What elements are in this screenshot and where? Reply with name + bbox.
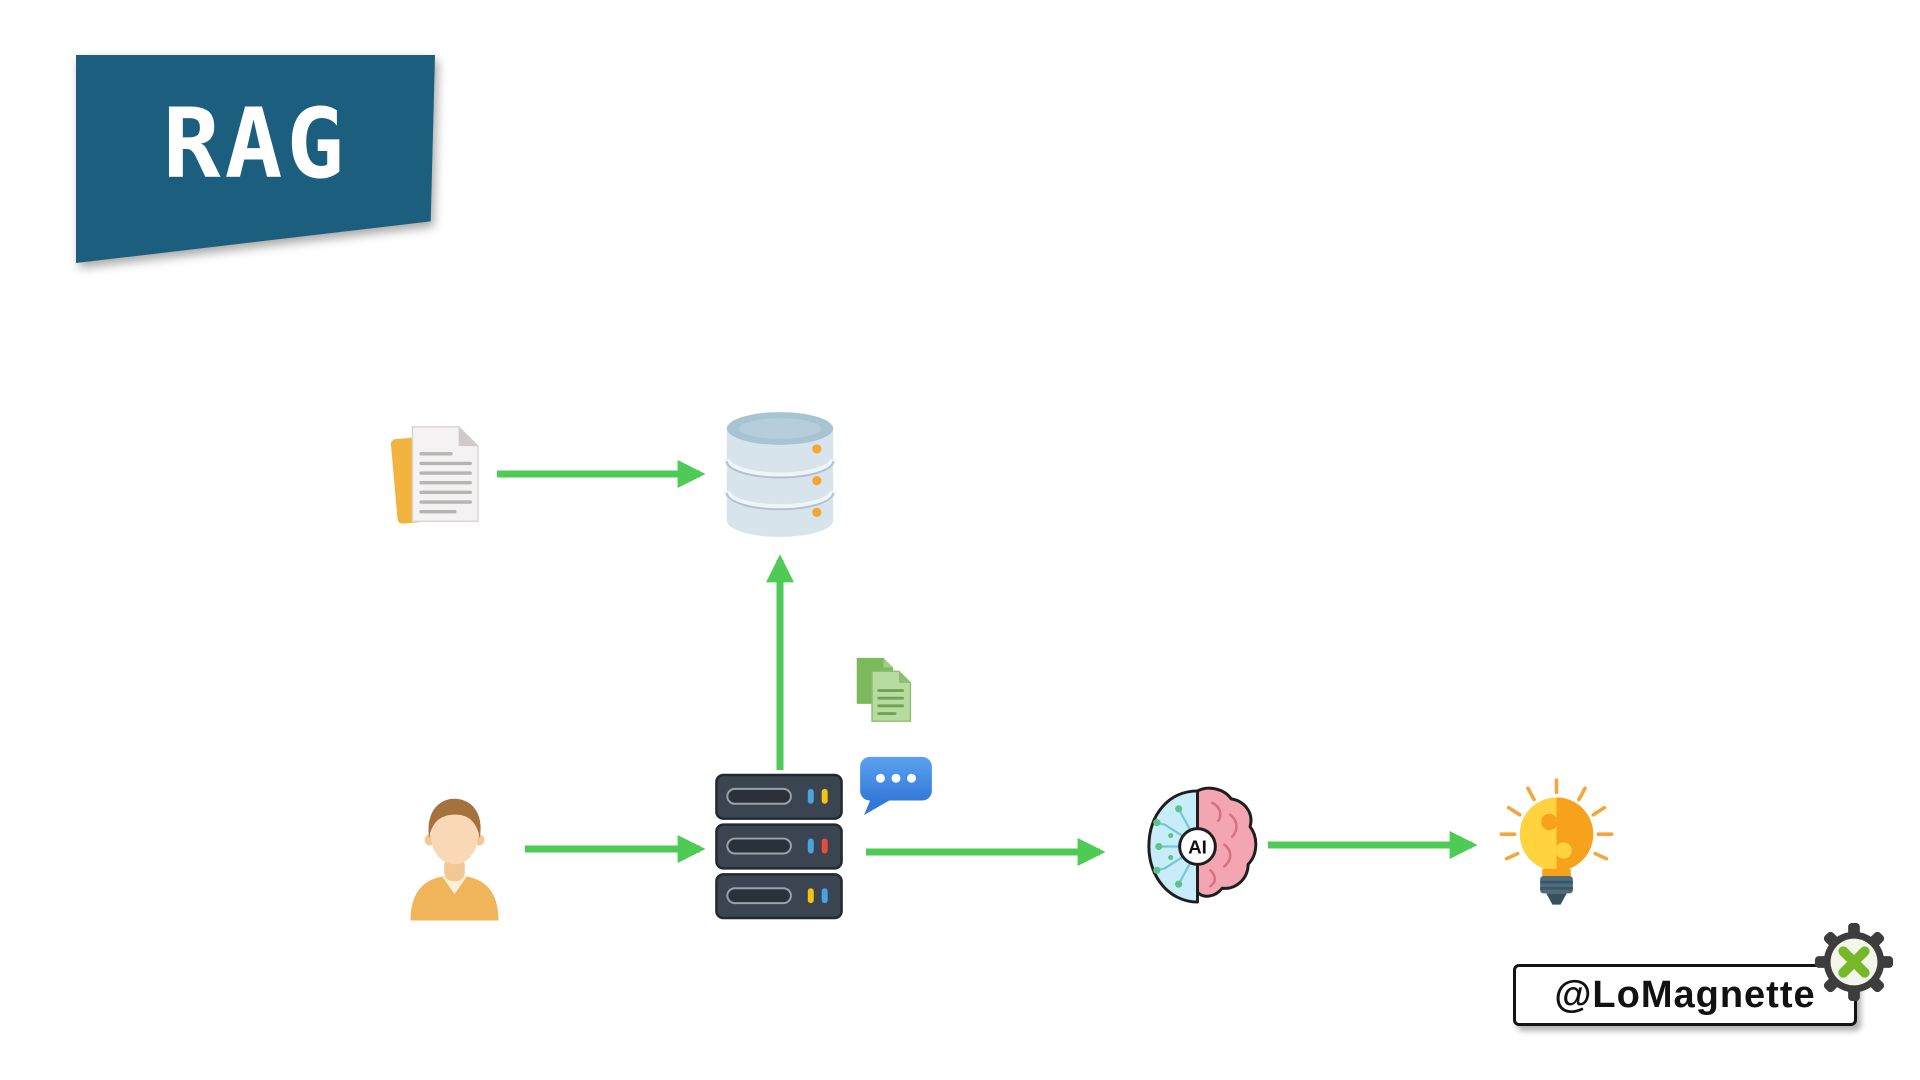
- title-banner: RAG: [76, 55, 435, 263]
- title-banner-shape: RAG: [76, 55, 435, 263]
- documents-icon: [390, 426, 479, 524]
- node-source-documents: [389, 421, 486, 529]
- node-user: [403, 784, 506, 924]
- node-prompt-message: [856, 754, 936, 818]
- ai-brain-icon: AI: [1147, 786, 1258, 904]
- page-title: RAG: [162, 88, 349, 200]
- green-documents-icon: [856, 657, 912, 722]
- gear-logo: [1812, 921, 1896, 1003]
- node-retrieval-server: [713, 773, 845, 922]
- lightbulb-icon: [1499, 778, 1614, 905]
- database-icon: [723, 412, 837, 537]
- node-vector-database: [715, 408, 845, 541]
- node-idea-output: [1485, 775, 1628, 923]
- ai-label: AI: [1188, 836, 1207, 857]
- node-context-documents: [852, 656, 917, 725]
- chat-bubble-icon: [860, 756, 932, 816]
- watermark-badge: @LoMagnette: [1513, 964, 1857, 1026]
- server-icon: [715, 773, 843, 920]
- node-ai-model: AI: [1135, 781, 1260, 912]
- watermark-handle: @LoMagnette: [1554, 973, 1816, 1016]
- gear-icon: [1814, 922, 1894, 1002]
- person-icon: [410, 798, 499, 921]
